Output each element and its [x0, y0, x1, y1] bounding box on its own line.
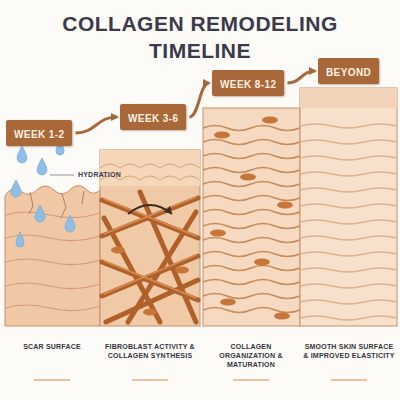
- fiber: [203, 280, 300, 285]
- rotation-arrow: [128, 205, 172, 214]
- fiber: [102, 198, 198, 236]
- fibroblast: [111, 247, 125, 254]
- fibroblast: [240, 174, 256, 181]
- underline: [132, 379, 168, 380]
- droplet: [17, 146, 27, 163]
- skin-layer-line: [5, 305, 100, 311]
- organized-fibers: [203, 126, 300, 313]
- collagen-fibers: [102, 192, 198, 322]
- week-tag: BEYOND: [318, 58, 379, 84]
- fiber: [300, 140, 397, 144]
- stage-caption: SCAR SURFACE: [5, 342, 99, 351]
- fibroblast: [277, 202, 293, 209]
- caption-underlines: [34, 379, 367, 380]
- skin-block: [300, 88, 397, 326]
- week-label: BEYOND: [326, 67, 371, 78]
- fiber: [300, 236, 397, 240]
- fibroblast: [254, 259, 270, 266]
- underline: [331, 379, 367, 380]
- fiber: [203, 308, 300, 313]
- timeline-arrow: [287, 71, 315, 83]
- leader-line: [50, 175, 74, 176]
- fibroblast: [214, 132, 230, 139]
- droplet: [11, 180, 21, 197]
- fiber-highlight: [104, 255, 196, 294]
- fibroblast: [262, 117, 278, 124]
- stage-caption: FIBROBLAST ACTIVITY & COLLAGEN SYNTHESIS: [103, 342, 197, 360]
- fiber: [203, 266, 300, 271]
- fiber: [203, 182, 300, 187]
- stage-caption: SMOOTH SKIN SURFACE & IMPROVED ELASTICIT…: [302, 342, 396, 360]
- fiber: [203, 196, 300, 201]
- fiber: [300, 188, 397, 192]
- fiber: [203, 224, 300, 229]
- week-tag: WEEK 8-12: [212, 70, 284, 96]
- week-label: WEEK 1-2: [14, 129, 64, 140]
- diagram-title: COLLAGEN REMODELING TIMELINE: [40, 10, 360, 64]
- fiber: [300, 204, 397, 208]
- week-label: WEEK 8-12: [220, 79, 276, 90]
- skin-layer-line: [5, 212, 100, 218]
- fiber: [300, 284, 397, 288]
- fiber: [300, 124, 397, 128]
- smooth-panel: [300, 88, 397, 326]
- epidermis-layer: [100, 150, 200, 186]
- fiber: [300, 300, 397, 304]
- fiber: [128, 212, 196, 322]
- fibroblast: [210, 230, 226, 237]
- cell-row: [100, 164, 200, 168]
- maturation-panel: [203, 108, 300, 326]
- week-tag: WEEK 1-2: [6, 120, 72, 146]
- fiber: [203, 168, 300, 173]
- fiber-highlight: [104, 197, 196, 234]
- fiber: [203, 252, 300, 257]
- fiber: [203, 140, 300, 145]
- underline: [34, 379, 70, 380]
- fibroblast: [274, 313, 290, 320]
- fiber: [300, 252, 397, 256]
- fiber: [203, 210, 300, 215]
- fibroblast: [175, 267, 189, 274]
- fiber-highlight: [104, 199, 196, 236]
- droplet: [16, 232, 24, 247]
- water-droplets: [11, 140, 75, 247]
- stage-caption: COLLAGEN ORGANIZATION & MATURATION: [204, 342, 298, 369]
- timeline-arrow: [75, 117, 117, 133]
- underline: [233, 379, 269, 380]
- elastic-fibers: [300, 124, 397, 320]
- rotation-arrowhead: [164, 206, 172, 214]
- skin-layer-line: [5, 283, 100, 289]
- fiber-highlight: [104, 261, 196, 298]
- week-tag: WEEK 3-6: [120, 104, 186, 130]
- timeline-arrow: [189, 83, 209, 117]
- callout-label: HYDRATION: [78, 171, 121, 178]
- fiber: [203, 238, 300, 243]
- fiber: [300, 268, 397, 272]
- scar-panel: [5, 186, 100, 326]
- fiber: [203, 154, 300, 159]
- fibroblast-cells: [111, 247, 189, 316]
- fiber: [300, 220, 397, 224]
- fiber: [203, 294, 300, 299]
- epidermis-layer: [300, 88, 397, 108]
- fiber: [104, 218, 160, 322]
- skin-layer-line: [5, 259, 100, 265]
- droplet: [37, 158, 47, 175]
- scar-skin: [5, 186, 100, 326]
- droplet: [65, 215, 75, 232]
- fibroblast-cells: [210, 117, 293, 320]
- fiber: [300, 172, 397, 176]
- droplet: [35, 205, 45, 222]
- fiber: [300, 156, 397, 160]
- fiber-highlights: [104, 197, 196, 298]
- fiber: [300, 316, 397, 320]
- skin-block: [203, 108, 300, 326]
- fiber: [203, 126, 300, 131]
- fibroblast: [220, 299, 236, 306]
- week-label: WEEK 3-6: [128, 113, 178, 124]
- fibroblast: [143, 309, 157, 316]
